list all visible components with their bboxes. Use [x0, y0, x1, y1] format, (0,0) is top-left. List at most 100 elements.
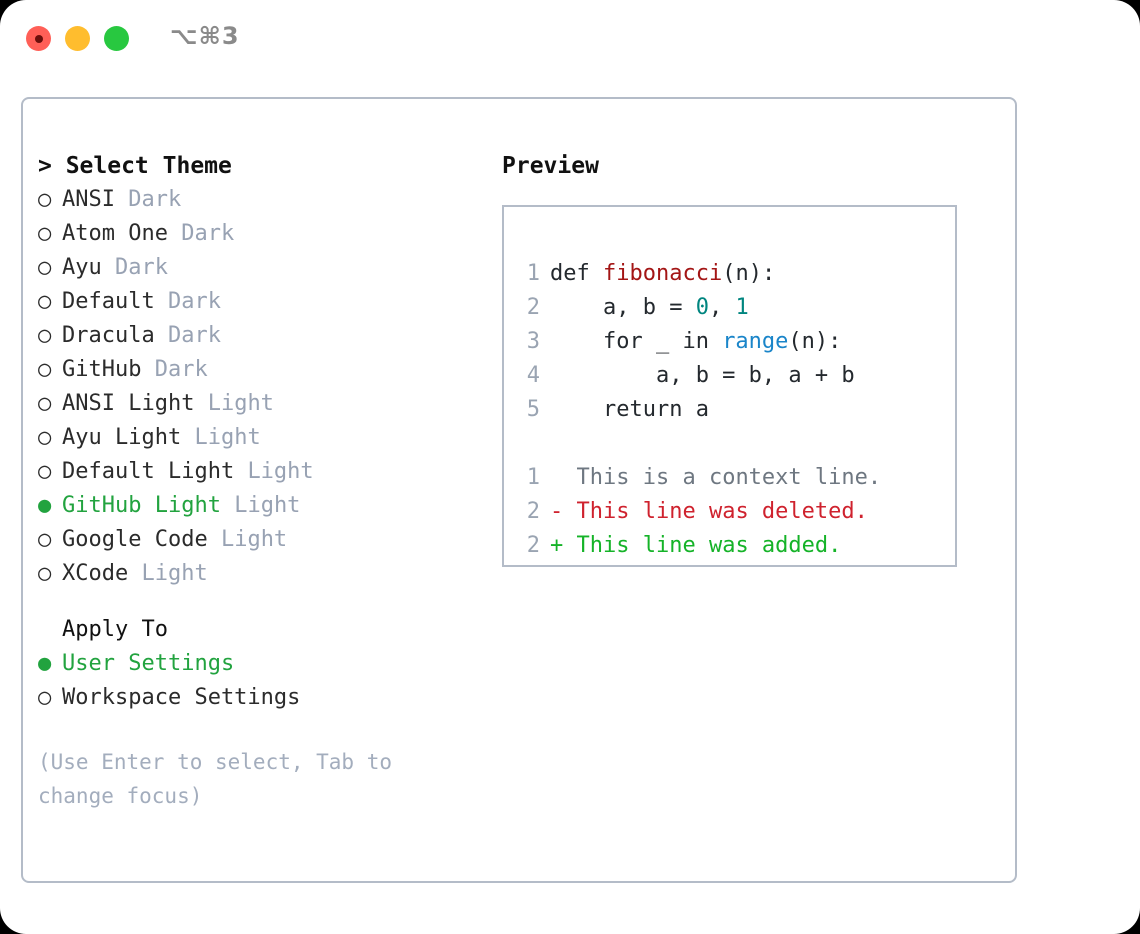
code-line: 5 return a: [518, 393, 955, 427]
theme-tag: Light: [234, 493, 301, 518]
theme-option[interactable]: ○ XCode Light: [38, 557, 483, 591]
apply-to-list: ● User Settings ○Workspace Settings: [38, 647, 483, 715]
diff-text: This line was deleted.: [576, 499, 868, 524]
theme-selector-column: > Select Theme ○ANSI Dark○Atom One Dark○…: [38, 149, 483, 813]
code-token: range: [722, 329, 789, 354]
theme-tag: Light: [141, 561, 208, 586]
theme-option[interactable]: ○ Atom One Dark: [38, 217, 483, 251]
code-token: 1: [735, 295, 749, 320]
diff-text: This is a context line.: [576, 465, 882, 490]
diff-line: 2- This line was deleted.: [518, 495, 955, 529]
theme-option[interactable]: ○ Google Code Light: [38, 523, 483, 557]
preview-gap: [518, 427, 955, 461]
radio-selected-icon: ●: [38, 651, 52, 676]
code-line: 2 a, b = 0, 1: [518, 291, 955, 325]
diff-line: 1 This is a context line.: [518, 461, 955, 495]
radio-unselected-icon: ○: [38, 527, 52, 552]
radio-unselected-icon: ○: [38, 323, 52, 348]
code-token: 0: [695, 295, 709, 320]
theme-name: GitHub Light: [62, 493, 221, 518]
theme-name: GitHub: [62, 357, 142, 382]
radio-unselected-icon: ○: [38, 357, 52, 382]
theme-option[interactable]: ● GitHub Light Light: [38, 489, 483, 523]
title-bar: ⌥⌘3: [0, 0, 1140, 78]
theme-name: ANSI: [62, 187, 115, 212]
select-theme-header: > Select Theme: [38, 153, 232, 179]
list-spacer: [38, 591, 483, 613]
code-token: a, b =: [550, 295, 696, 320]
theme-name: Ayu: [62, 255, 102, 280]
radio-selected-icon: ●: [38, 493, 52, 518]
diff-text: This line was added.: [576, 533, 842, 558]
theme-name: ANSI Light: [62, 391, 195, 416]
radio-unselected-icon: ○: [38, 391, 52, 416]
diff-sign: [550, 465, 577, 490]
theme-tag: Light: [220, 527, 288, 552]
radio-unselected-icon: ○: [38, 561, 52, 586]
line-number: 3: [526, 329, 540, 354]
diff-sample: 1 This is a context line.2- This line wa…: [518, 461, 955, 563]
code-token: (n):: [722, 261, 776, 286]
diff-sign: -: [550, 499, 577, 524]
theme-option[interactable]: ○ Default Light Light: [38, 455, 483, 489]
close-button[interactable]: [26, 26, 51, 51]
theme-tag: Dark: [167, 289, 221, 314]
code-token: a, b = b, a + b: [550, 363, 855, 388]
code-token: ,: [708, 295, 736, 320]
theme-name: Atom One: [62, 221, 168, 246]
theme-option[interactable]: ○ Dracula Dark: [38, 319, 483, 353]
window-controls: [26, 26, 129, 51]
theme-list: ○ANSI Dark○Atom One Dark○Ayu Dark○Defaul…: [38, 183, 483, 591]
line-number: 1: [526, 465, 540, 490]
theme-name: Default Light: [62, 459, 235, 484]
theme-tag: Dark: [115, 255, 168, 280]
theme-name: Dracula: [62, 323, 155, 348]
theme-option[interactable]: ○GitHub Dark: [38, 353, 483, 387]
theme-option[interactable]: ○ANSI Dark: [38, 183, 483, 217]
theme-name: Google Code: [62, 527, 208, 552]
line-number: 2: [526, 499, 540, 524]
line-number: 1: [526, 261, 540, 286]
minimize-button[interactable]: [65, 26, 90, 51]
theme-tag: Dark: [181, 221, 235, 246]
code-token: def: [550, 261, 603, 286]
theme-name: Ayu Light: [62, 425, 182, 450]
theme-option[interactable]: ○ Ayu Light Light: [38, 421, 483, 455]
code-token: fibonacci: [602, 261, 723, 286]
radio-unselected-icon: ○: [38, 221, 52, 246]
theme-tag: Light: [207, 391, 274, 416]
radio-unselected-icon: ○: [38, 289, 52, 314]
apply-to-label: User Settings: [62, 651, 235, 676]
theme-name: XCode: [62, 561, 129, 586]
line-number: 2: [526, 533, 540, 558]
radio-unselected-icon: ○: [38, 459, 52, 484]
theme-option[interactable]: ○ Ayu Dark: [38, 251, 483, 285]
apply-to-option[interactable]: ○Workspace Settings: [38, 681, 483, 715]
keyboard-hint: (Use Enter to select, Tab to change focu…: [38, 750, 405, 808]
apply-to-option[interactable]: ● User Settings: [38, 647, 483, 681]
code-token: for _ in: [550, 329, 723, 354]
code-line: 1 def fibonacci(n):: [518, 257, 955, 291]
theme-tag: Light: [194, 425, 261, 450]
line-number: 5: [526, 397, 540, 422]
theme-option[interactable]: ○ Default Dark: [38, 285, 483, 319]
line-number: 4: [526, 363, 540, 388]
code-line: 3 for _ in range(n):: [518, 325, 955, 359]
theme-name: Default: [62, 289, 155, 314]
theme-tag: Dark: [128, 187, 182, 212]
code-token: return a: [550, 397, 709, 422]
theme-tag: Light: [247, 459, 314, 484]
main-panel: > Select Theme ○ANSI Dark○Atom One Dark○…: [21, 97, 1017, 883]
code-token: (n):: [788, 329, 842, 354]
radio-unselected-icon: ○: [38, 425, 52, 450]
theme-option[interactable]: ○ ANSI Light Light: [38, 387, 483, 421]
maximize-button[interactable]: [104, 26, 129, 51]
theme-tag: Dark: [167, 323, 221, 348]
radio-unselected-icon: ○: [38, 255, 52, 280]
diff-line: 2+ This line was added.: [518, 529, 955, 563]
code-line: 4 a, b = b, a + b: [518, 359, 955, 393]
